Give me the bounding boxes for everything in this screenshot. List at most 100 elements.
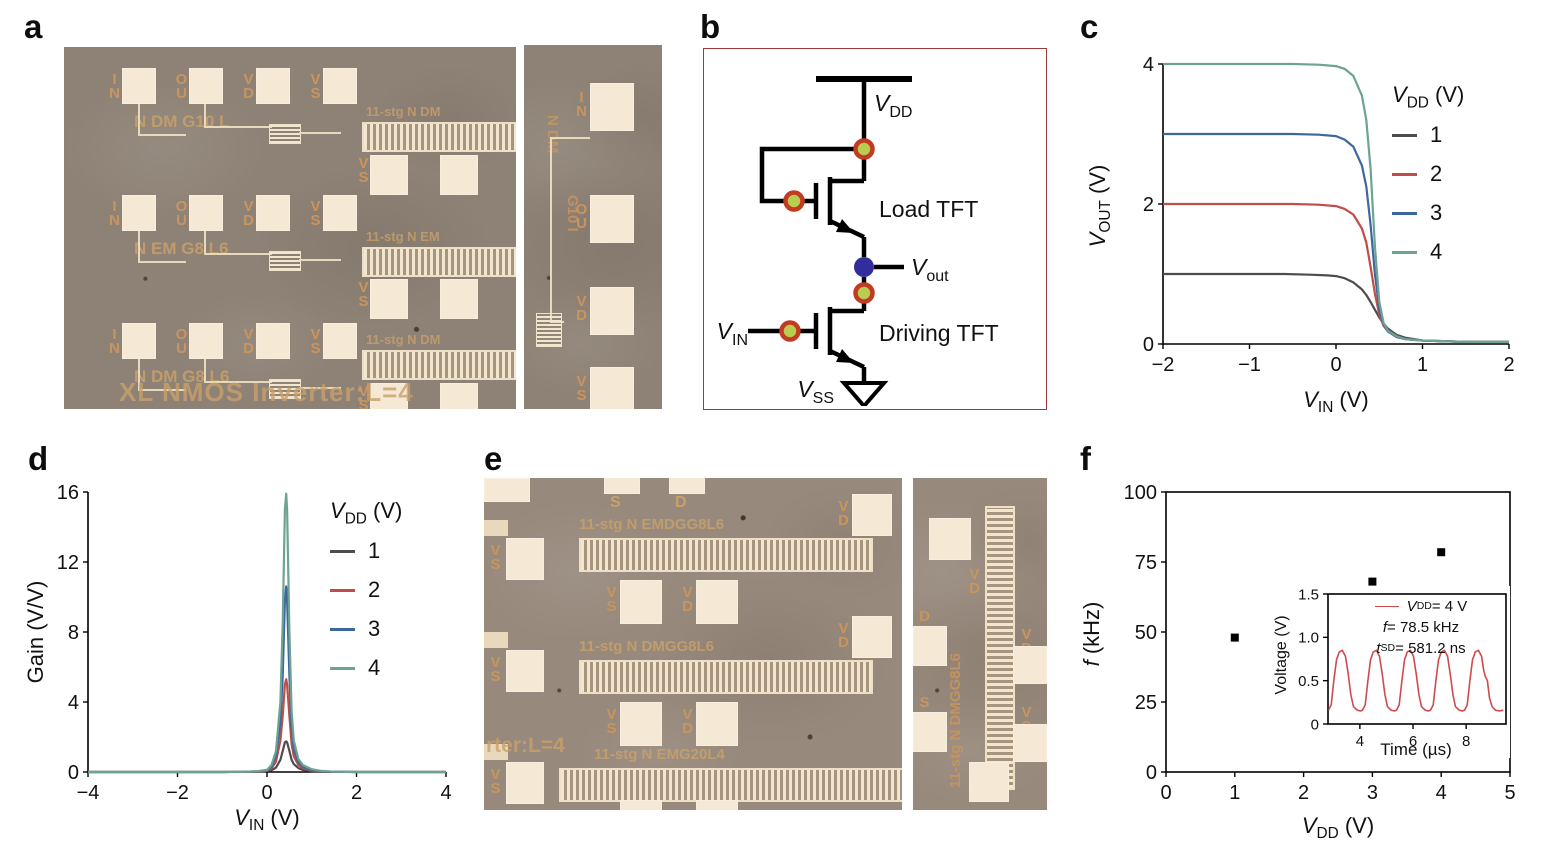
contact-pad xyxy=(323,323,357,359)
pad-label: OU xyxy=(173,71,190,99)
x-tick-label: −2 xyxy=(166,782,189,804)
pad-label: VS xyxy=(307,198,324,226)
y-tick-label: 75 xyxy=(1135,552,1157,574)
y-tick-label: 1.5 xyxy=(1298,586,1319,603)
contact-pad xyxy=(620,800,662,810)
x-tick-label: 0 xyxy=(261,782,272,804)
trace xyxy=(204,126,272,128)
panel-label-e: e xyxy=(484,440,503,477)
legend-item: 1 xyxy=(1392,122,1464,148)
legend-line-swatch xyxy=(1374,605,1399,608)
trace xyxy=(138,359,140,391)
legend-line-swatch xyxy=(330,667,355,670)
trace xyxy=(550,137,552,323)
contact-pad xyxy=(913,626,947,666)
contact-pad xyxy=(969,762,1009,802)
legend-line-swatch xyxy=(330,550,355,553)
pad-label: VS xyxy=(355,383,372,409)
trace xyxy=(550,137,590,139)
x-tick-label: −1 xyxy=(1238,354,1261,376)
legend-item: 1 xyxy=(330,538,402,564)
contact-pad xyxy=(189,68,223,104)
contact-pad xyxy=(440,155,478,195)
tft-serpentine-icon xyxy=(269,379,301,399)
pad-label: VD xyxy=(240,198,257,226)
pad-label: VS xyxy=(487,542,504,570)
x-tick-label: 2 xyxy=(1503,354,1514,376)
x-tick-label: −2 xyxy=(1152,354,1175,376)
pad-label: OU xyxy=(573,201,590,229)
oscillator-label: 11-stg N DM xyxy=(366,104,441,119)
trace xyxy=(204,231,206,255)
vout-label: Vout xyxy=(911,254,949,285)
pad-label: VS xyxy=(355,279,372,307)
load-gate-feedback-wire xyxy=(759,146,864,204)
oscillator-bar xyxy=(559,768,902,802)
y-tick-label: 0 xyxy=(1311,716,1319,733)
oscillator-bar xyxy=(362,122,516,152)
pad-label: VS xyxy=(307,326,324,354)
contact-pad xyxy=(506,762,544,804)
contact-pad xyxy=(256,195,290,231)
x-tick-label: 0 xyxy=(1160,782,1171,804)
chart-c-legend: VDD (V) 1 2 3 4 xyxy=(1392,82,1464,278)
contact-pad xyxy=(620,580,662,624)
pad-label: IN xyxy=(106,326,123,354)
vss-ground-symbol xyxy=(839,381,889,410)
contact-pad xyxy=(122,68,156,104)
oscillator-bar xyxy=(362,247,516,277)
legend-item: 4 xyxy=(330,655,402,681)
pad-label: D xyxy=(675,494,687,511)
x-tick-label: 6 xyxy=(1409,733,1417,750)
contact-pad xyxy=(189,323,223,359)
pad-label: VD xyxy=(835,620,852,648)
contact-pad xyxy=(590,367,634,409)
tft-serpentine-icon xyxy=(536,313,562,347)
pad-label: IN xyxy=(573,89,590,117)
contact-pad xyxy=(506,650,544,692)
chart-d-ylabel: Gain (V/V) xyxy=(22,580,48,684)
x-tick-label: 3 xyxy=(1367,782,1378,804)
y-tick-label: 4 xyxy=(1143,54,1154,76)
chart-f-ylabel: f (kHz) xyxy=(1078,601,1104,667)
y-tick-label: 100 xyxy=(1124,482,1157,504)
contact-pad xyxy=(256,68,290,104)
legend-item: 2 xyxy=(330,577,402,603)
pad-label: VD xyxy=(835,498,852,526)
vout-node-icon xyxy=(854,257,874,277)
y-tick-label: 8 xyxy=(68,622,79,644)
x-tick-label: 1 xyxy=(1417,354,1428,376)
contact-pad xyxy=(440,383,478,409)
x-tick-label: 2 xyxy=(351,782,362,804)
pad-label: VS xyxy=(355,155,372,183)
pad-label: VD xyxy=(573,293,590,321)
contact-pad xyxy=(484,478,530,502)
y-tick-label: 0 xyxy=(1146,762,1157,784)
x-tick-label: −4 xyxy=(77,782,100,804)
oscillator-bar xyxy=(362,350,516,380)
oscillator-label: 11-stg N DMGG8L6 xyxy=(947,652,964,788)
panel-label-f: f xyxy=(1080,440,1091,477)
pad-label: VD xyxy=(679,706,696,734)
axis-frame xyxy=(1327,593,1507,725)
contact-pad xyxy=(669,478,705,494)
trace xyxy=(138,104,140,136)
trace xyxy=(484,744,508,760)
chart-f-xlabel: VDD (V) xyxy=(1301,812,1375,843)
contact-pad xyxy=(852,616,892,658)
x-tick-label: 1 xyxy=(1229,782,1240,804)
trace xyxy=(204,253,272,255)
oscillator-bar xyxy=(579,660,873,694)
contact-dot-icon xyxy=(779,320,801,342)
y-tick-label: 2 xyxy=(1143,194,1154,216)
chart-f-inset-ylabel: Voltage (V) xyxy=(1273,615,1290,695)
circuit-svg: VDD Load TFT Vout VIN Driving TFT VSS xyxy=(717,76,999,410)
series-line-vdd-4 xyxy=(1163,62,1509,343)
trace xyxy=(484,632,508,648)
